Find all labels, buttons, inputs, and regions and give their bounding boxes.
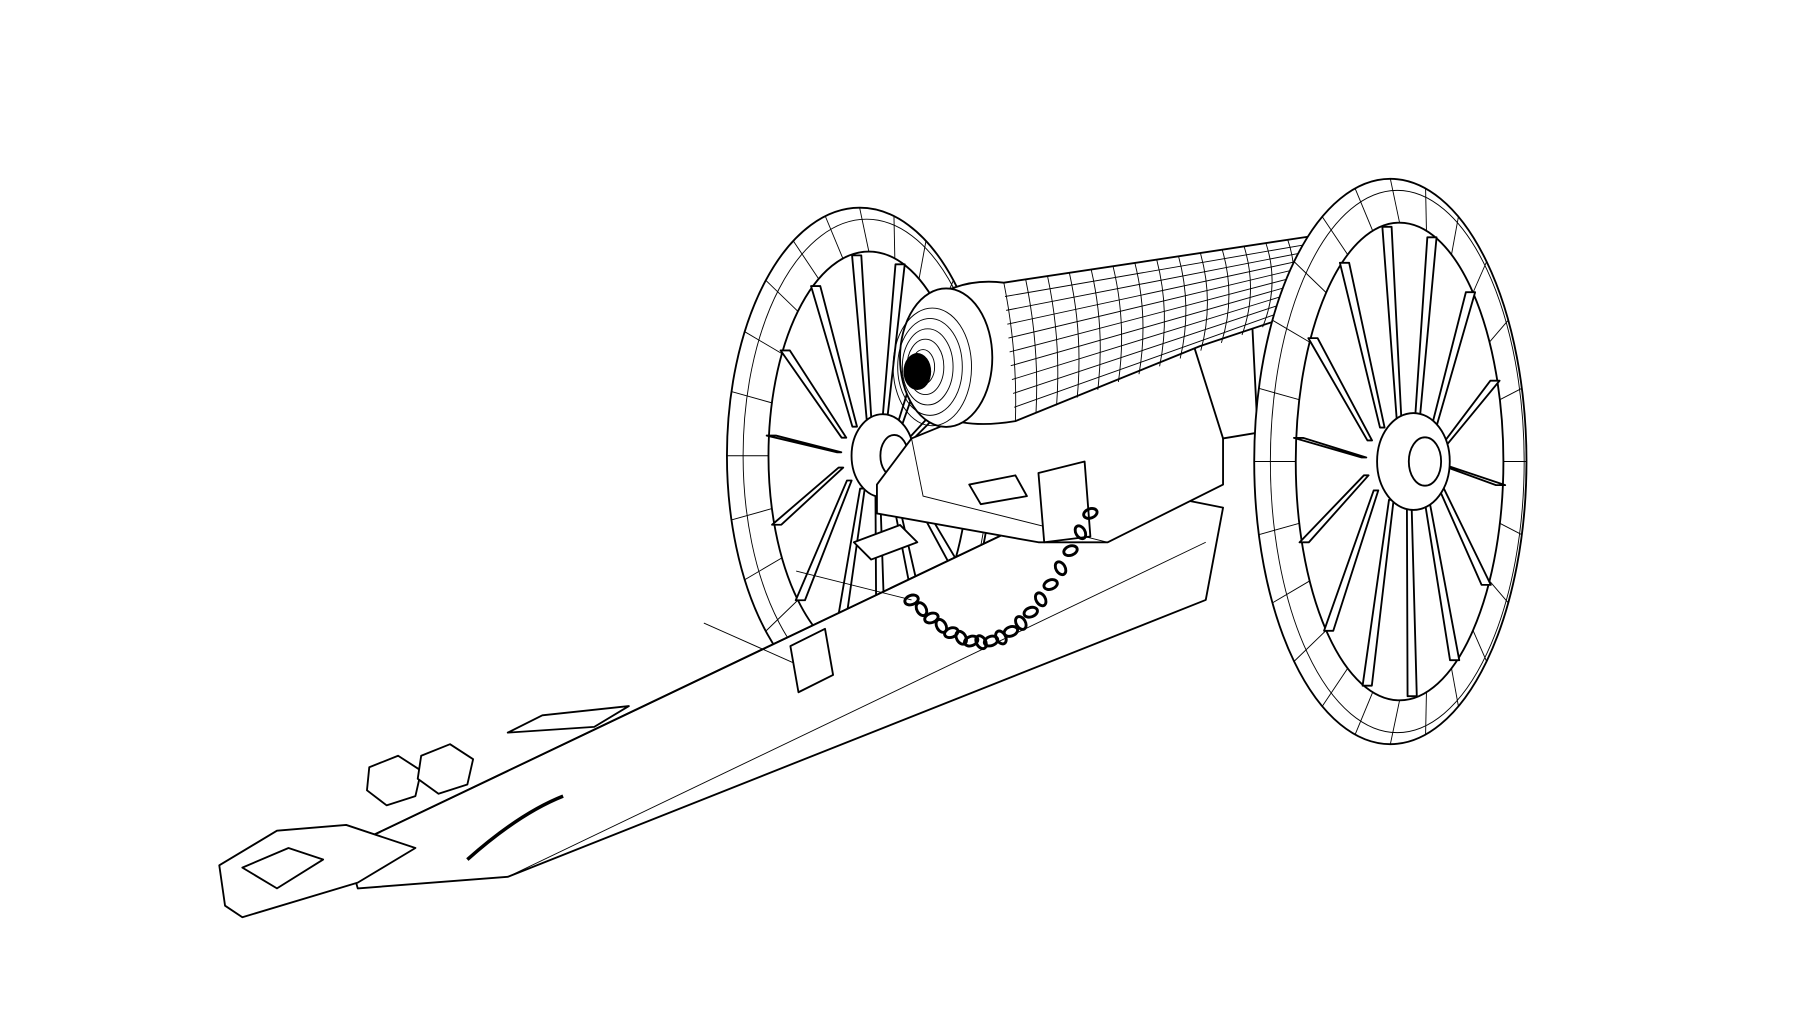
barrel-contour (1010, 281, 1307, 367)
wheel-spoke (810, 285, 858, 428)
felloe-segment (859, 207, 870, 252)
chain (903, 507, 1099, 651)
felloe-segment (1499, 387, 1523, 401)
lunette (218, 743, 564, 919)
wheel-spoke (779, 349, 848, 439)
felloe-segment (1272, 319, 1310, 343)
barrel-contour (1011, 288, 1306, 381)
chain-link (1053, 560, 1068, 577)
chain-link (982, 634, 1000, 648)
felloe-segment (1499, 522, 1523, 536)
felloe-segment (1354, 188, 1374, 231)
cascabel-knob (903, 353, 932, 390)
barrel-contour (1006, 251, 1309, 311)
felloe-segment (1472, 261, 1488, 293)
barrel-segment (1262, 242, 1273, 328)
felloe-segment (792, 240, 820, 280)
barrel-contour (1008, 266, 1308, 339)
felloe-segment (824, 215, 844, 259)
chain-link (903, 593, 920, 607)
wheel-spoke (765, 434, 843, 454)
breech-ring (897, 317, 963, 416)
felloe-segment (765, 279, 799, 312)
wheel-spoke (1338, 261, 1386, 429)
barrel-segment (1003, 282, 1017, 422)
felloe-segment (765, 599, 799, 632)
felloe-segment (1258, 387, 1300, 401)
barrel-segment (1047, 275, 1059, 406)
felloe-segment (1489, 319, 1509, 343)
chain-link (1062, 544, 1079, 558)
trail-plate (789, 627, 835, 694)
wheel-spoke (1298, 474, 1370, 544)
elevating-screw (968, 474, 1028, 506)
felloe-segment (1489, 580, 1509, 604)
felloe-segment (1354, 692, 1374, 735)
right-wheel (1253, 177, 1528, 746)
barrel-contour (1012, 296, 1306, 394)
felloe-segment (1272, 580, 1310, 604)
wheel-spoke (794, 479, 853, 602)
wheel-spoke (1293, 436, 1368, 459)
breech-ring (892, 307, 972, 427)
chain-link (943, 626, 960, 640)
chain-link (1073, 524, 1088, 541)
felloe-segment (1425, 188, 1427, 231)
axle-cap (1407, 436, 1443, 487)
breech-dome (899, 287, 994, 428)
cannon-barrel (892, 235, 1318, 428)
chain-link (1033, 591, 1048, 608)
felloe-segment (1258, 522, 1300, 536)
felloe-segment (1321, 216, 1349, 255)
wheel-spoke (771, 466, 845, 526)
barrel-contour (1004, 243, 1310, 297)
felloe-segment (1389, 178, 1401, 223)
chain-link (1014, 615, 1028, 631)
barrel-segment (1068, 272, 1080, 398)
felloe-segment (1389, 700, 1401, 745)
felloe-segment (744, 557, 783, 581)
felloe-segment (918, 240, 927, 279)
barrel-contour (1009, 273, 1307, 353)
felloe-segment (1321, 668, 1349, 707)
felloe-segment (893, 216, 896, 259)
felloe-segment (1293, 630, 1327, 662)
chain-link (1022, 605, 1039, 619)
barrel-contour (1014, 303, 1305, 408)
felloe-segment (1293, 261, 1327, 293)
barrel-contour (1007, 258, 1308, 325)
felloe-segment (1451, 668, 1459, 707)
barrel-segment (1025, 279, 1038, 414)
felloe-segment (731, 391, 773, 404)
felloe-segment (731, 508, 773, 521)
felloe-segment (1451, 216, 1459, 255)
chain-link (923, 611, 940, 625)
wheel-spoke (1307, 337, 1373, 442)
felloe-segment (744, 331, 783, 355)
felloe-segment (1425, 692, 1427, 735)
breech-ring (901, 328, 954, 406)
barrel-segment (1090, 269, 1101, 390)
felloe-segment (1472, 630, 1488, 662)
chain-link (1042, 578, 1059, 591)
chain-link (1082, 507, 1099, 520)
chain-link (914, 601, 929, 618)
wheel-spoke (1323, 489, 1380, 632)
